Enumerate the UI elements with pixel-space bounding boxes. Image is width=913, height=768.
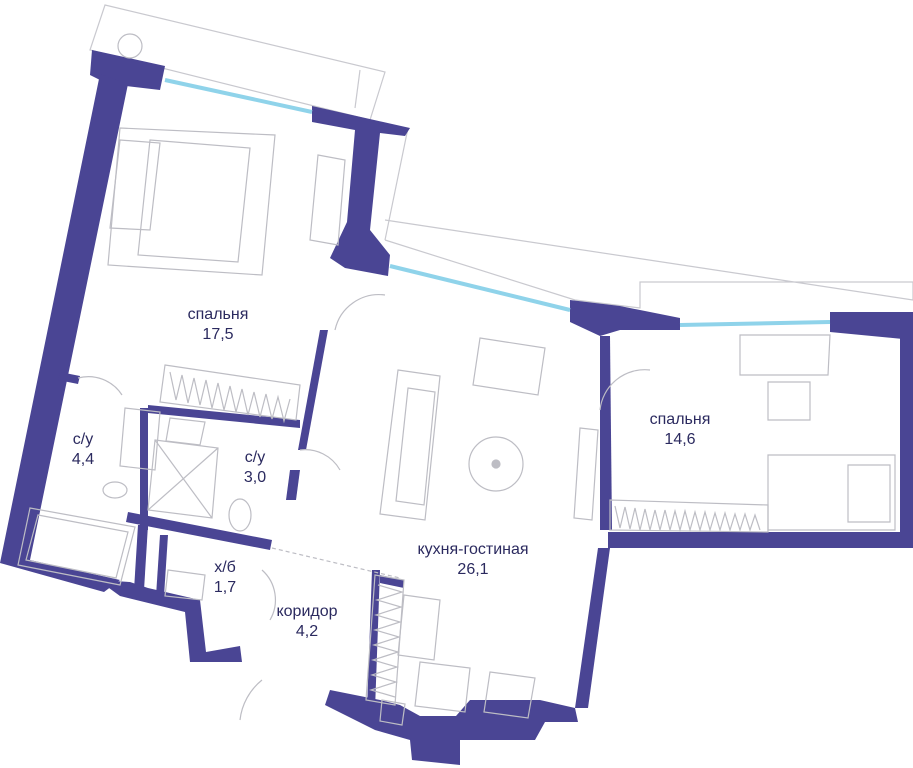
toilet-icon <box>102 481 128 499</box>
bed-icon <box>107 127 276 276</box>
balcony-lines <box>89 4 913 309</box>
window-icon <box>164 78 831 327</box>
sink-icon <box>165 417 206 446</box>
room-name: коридор <box>276 603 338 620</box>
room-label-bedroom1: спальня 17,5 <box>176 305 260 345</box>
washer-icon <box>164 569 206 601</box>
armchair-icon <box>767 381 811 421</box>
plant-icon <box>117 33 143 59</box>
room-label-storage: х/б 1,7 <box>200 558 250 598</box>
room-name: кухня-гостиная <box>417 541 529 558</box>
bed-icon <box>767 454 896 531</box>
door-icon <box>77 293 651 721</box>
walls <box>0 50 913 765</box>
room-name: спальня <box>649 411 711 428</box>
sink-icon <box>414 661 471 713</box>
room-area: 4,2 <box>295 623 319 640</box>
round-table-icon <box>468 436 524 492</box>
room-area: 17,5 <box>202 326 234 343</box>
sofa-icon <box>379 369 441 521</box>
room-label-bedroom2: спальня 14,6 <box>638 410 722 450</box>
furniture <box>17 33 896 726</box>
wardrobe-icon <box>309 154 346 246</box>
room-area: 26,1 <box>457 561 489 578</box>
room-name: с/у <box>244 449 266 466</box>
sink-icon <box>119 407 161 471</box>
room-label-bath1: с/у 4,4 <box>58 430 108 470</box>
bathtub-icon <box>17 507 136 586</box>
room-name: спальня <box>187 306 249 323</box>
room-area: 3,0 <box>243 469 267 486</box>
armchair-icon <box>472 337 546 396</box>
stove-icon <box>397 594 441 661</box>
wardrobe-icon <box>609 499 769 533</box>
room-label-corridor: коридор 4,2 <box>262 602 352 642</box>
washer-icon <box>483 671 536 719</box>
room-area: 14,6 <box>664 431 696 448</box>
toilet-icon <box>228 498 252 532</box>
room-name: с/у <box>72 431 94 448</box>
room-label-kitchen: кухня-гостиная 26,1 <box>398 540 548 580</box>
room-label-bath2: с/у 3,0 <box>230 448 280 488</box>
room-name: х/б <box>214 559 236 576</box>
room-area: 1,7 <box>213 579 237 596</box>
wardrobe-icon <box>365 574 405 706</box>
room-area: 4,4 <box>71 451 95 468</box>
wardrobe-icon <box>159 364 301 424</box>
